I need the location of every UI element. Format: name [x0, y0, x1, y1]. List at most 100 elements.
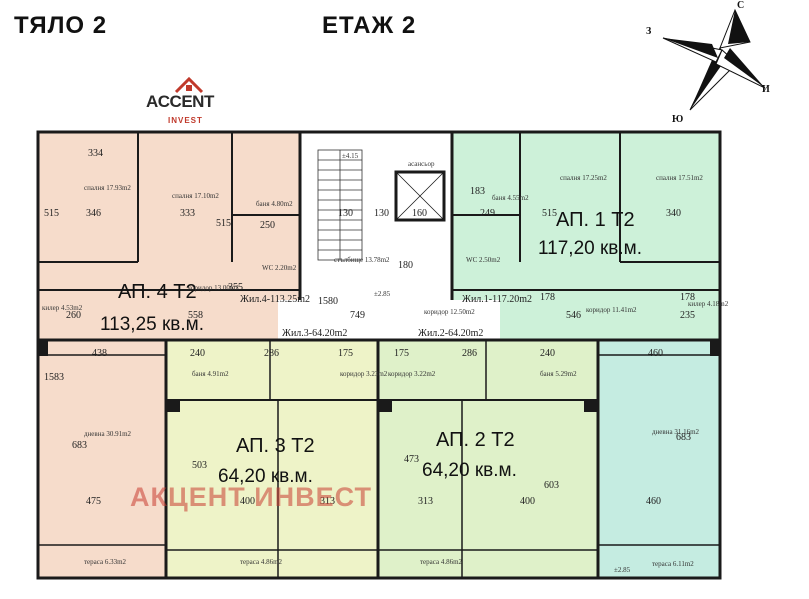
apartment-3-name: АП. 3 Т2	[236, 435, 315, 457]
compass-north: С	[737, 0, 744, 11]
dim: 438	[92, 348, 107, 359]
dim: 1583	[44, 372, 64, 383]
dim: 240	[190, 348, 205, 359]
elevator-icon	[394, 170, 446, 222]
dim: 175	[338, 348, 353, 359]
dim: 333	[180, 208, 195, 219]
room-label: баня 5.29m2	[540, 370, 577, 378]
dim: 240	[540, 348, 555, 359]
dim: 235	[680, 310, 695, 321]
room-label: баня 4.80m2	[256, 200, 293, 208]
dim: 250	[260, 220, 275, 231]
dim: 400	[240, 496, 255, 507]
stair-icon	[317, 149, 363, 261]
dim: 546	[566, 310, 581, 321]
room-label: дневна 31.16m2	[652, 428, 700, 436]
dim: 475	[86, 496, 101, 507]
room-label: спалня 17.93m2	[84, 184, 131, 192]
floor-label: ЕТАЖ 2	[322, 12, 417, 39]
dim: 130	[374, 208, 389, 219]
dim: 355	[228, 282, 243, 293]
dim: 683	[72, 440, 87, 451]
building-label: ТЯЛО 2	[14, 12, 108, 39]
apartment-3-area: 64,20 кв.м.	[218, 466, 313, 487]
level-mark: ±4.15	[342, 152, 359, 160]
dim: 313	[320, 496, 335, 507]
room-labels: спалня 17.93m2 спалня 17.10m2 баня 4.80m…	[42, 160, 729, 568]
logo-sub: INVEST	[168, 116, 203, 125]
dim: 249	[480, 208, 495, 219]
dim: 130	[338, 208, 353, 219]
room-label: тераса 4.86m2	[240, 558, 283, 566]
dim: 558	[188, 310, 203, 321]
compass-west: З	[646, 26, 651, 37]
apartment-4-zone	[38, 132, 300, 578]
dim: 340	[666, 208, 681, 219]
dim: 749	[350, 310, 365, 321]
dim: 473	[404, 454, 419, 465]
dim: 503	[192, 460, 207, 471]
compass-rose-icon: С Ю И З	[646, 0, 770, 125]
room-label: килер 4.53m2	[42, 304, 83, 312]
apartment-4-area: 113,25 кв.м.	[100, 314, 204, 335]
apartment-4-name: АП. 4 Т2	[118, 281, 197, 303]
dim: 515	[44, 208, 59, 219]
compass-east: И	[762, 84, 770, 95]
dim: 286	[264, 348, 279, 359]
room-label: тераса 6.11m2	[652, 560, 694, 568]
level-mark: ±2.85	[374, 290, 391, 298]
apartment-1-name: АП. 1 Т2	[556, 209, 635, 231]
zone-2-label: Жил.2-64.20m2	[418, 328, 483, 339]
dim: 178	[540, 292, 555, 303]
level-mark: ±2.85	[614, 566, 631, 574]
dim: 178	[680, 292, 695, 303]
zone-4-label: Жил.4-113.25m2	[240, 294, 310, 305]
dim: 260	[66, 310, 81, 321]
room-label: коридор 13.00m2	[188, 284, 239, 292]
accent-invest-logo: ACCENT INVEST	[146, 76, 230, 132]
room-label: коридор 11.41m2	[586, 306, 637, 314]
room-label: стълбище 13.78m2	[334, 256, 390, 264]
room-label: баня 4.91m2	[192, 370, 229, 378]
logo-roof-icon	[174, 76, 204, 94]
apartment-2-area: 64,20 кв.м.	[422, 460, 517, 481]
dim: 683	[676, 432, 691, 443]
dim: 515	[542, 208, 557, 219]
dim: 460	[648, 348, 663, 359]
window-markers	[38, 340, 720, 412]
dim: 460	[646, 496, 661, 507]
zone-3-label: Жил.3-64.20m2	[282, 328, 347, 339]
room-label: тераса 6.33m2	[84, 558, 127, 566]
dim: 175	[394, 348, 409, 359]
dim: 1580	[318, 296, 338, 307]
room-label: WC 2.50m2	[466, 256, 501, 264]
apartment-1-edge	[600, 340, 720, 578]
logo-brand: ACCENT	[146, 92, 214, 111]
dim: 400	[520, 496, 535, 507]
zone-1-label: Жил.1-117.20m2	[462, 294, 532, 305]
apartment-2-name: АП. 2 Т2	[436, 429, 515, 451]
dim: 313	[418, 496, 433, 507]
room-label: коридор 12.50m2	[424, 308, 475, 316]
room-label: асансьор	[408, 160, 435, 168]
dim: 160	[412, 208, 427, 219]
room-label: спалня 17.10m2	[172, 192, 219, 200]
dim: 515	[216, 218, 231, 229]
room-label: спалня 17.25m2	[560, 174, 607, 182]
dim: 183	[470, 186, 485, 197]
room-label: WC 2.20m2	[262, 264, 297, 272]
dimension-labels: 334 346 333 515 515 250 355 260 558 438 …	[44, 148, 695, 507]
room-label: дневна 30.91m2	[84, 430, 132, 438]
watermark-text: АКЦЕНТ ИНВЕСТ	[130, 482, 372, 512]
room-label: баня 4.55m2	[492, 194, 529, 202]
room-label: тераса 4.86m2	[420, 558, 463, 566]
dim: 334	[88, 148, 103, 159]
apartment-1-area: 117,20 кв.м.	[538, 238, 642, 259]
dim: 603	[544, 480, 559, 491]
room-label: коридор 3.23m2	[340, 370, 388, 378]
room-label: килер 4.18m2	[688, 300, 729, 308]
dim: 346	[86, 208, 101, 219]
compass-south: Ю	[672, 114, 683, 125]
room-label: коридор 3.22m2	[388, 370, 436, 378]
